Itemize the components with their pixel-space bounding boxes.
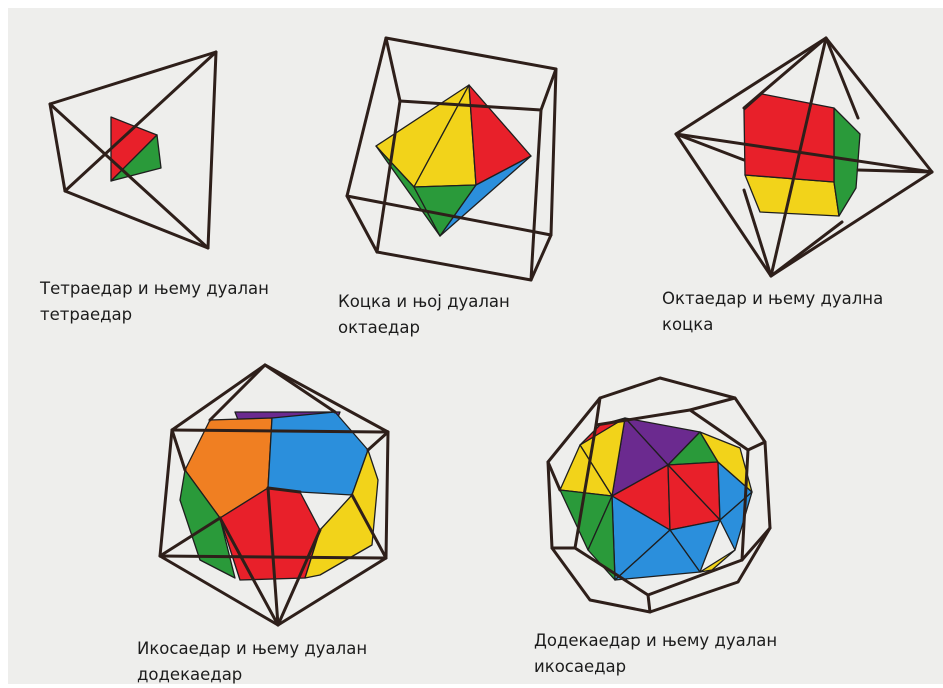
caption-dodecahedron: Додекаедар и њему дуалан икосаедар — [534, 628, 777, 680]
dodecahedron-figure — [548, 378, 770, 612]
octahedron-figure — [676, 38, 932, 276]
icosahedron-figure — [160, 365, 388, 625]
inner-dodecahedron — [180, 412, 378, 580]
caption-tetrahedron: Тетраедар и њему дуалан тетраедар — [40, 276, 269, 328]
cube-figure — [347, 38, 556, 280]
caption-octahedron: Октаедар и њему дуална коцка — [662, 286, 883, 338]
inner-cube — [744, 94, 860, 216]
caption-cube: Коцка и њој дуалан октаедар — [338, 289, 510, 341]
caption-icosahedron: Икосаедар и њему дуалан додекаедар — [137, 636, 367, 688]
tetrahedron-figure — [50, 52, 216, 248]
